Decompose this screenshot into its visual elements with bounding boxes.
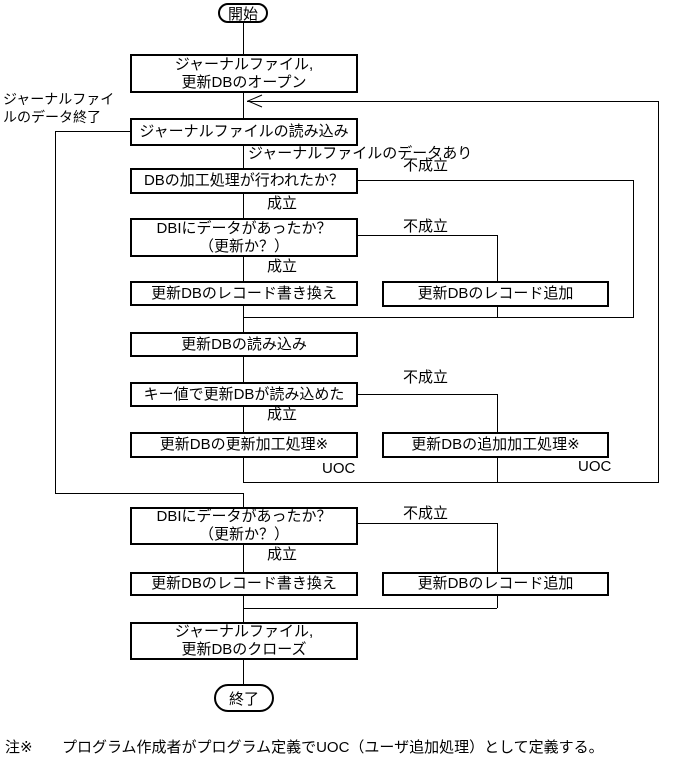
flow-line bbox=[55, 131, 130, 132]
label-satisfied-1: 成立 bbox=[267, 195, 298, 212]
flow-line bbox=[243, 356, 244, 382]
label-satisfied-4: 成立 bbox=[267, 546, 298, 563]
label-satisfied-2: 成立 bbox=[267, 258, 298, 275]
decision-box-key-read: キー値で更新DBが読み込めた bbox=[130, 382, 358, 407]
flow-line bbox=[243, 660, 244, 684]
process-box-append-processing: 更新DBの追加加工処理※ bbox=[382, 432, 609, 458]
flow-line bbox=[497, 595, 498, 608]
flow-line bbox=[497, 235, 498, 282]
label-journal-data-exists: ジャーナルファイルのデータあり bbox=[248, 145, 473, 162]
flow-line bbox=[243, 257, 244, 281]
label-not-satisfied-1: 不成立 bbox=[403, 157, 449, 174]
flow-line bbox=[55, 493, 243, 494]
label-not-satisfied-2: 不成立 bbox=[403, 218, 449, 235]
process-box-update-processing: 更新DBの更新加工処理※ bbox=[130, 432, 358, 458]
flow-line bbox=[243, 22, 244, 54]
label-satisfied-3: 成立 bbox=[267, 406, 298, 423]
process-box-close-files: ジャーナルファイル, 更新DBのクローズ bbox=[130, 622, 358, 660]
flow-line bbox=[358, 394, 497, 395]
arrow-left-icon bbox=[247, 94, 263, 108]
process-box-append-record-2: 更新DBのレコード追加 bbox=[382, 572, 609, 596]
flow-line bbox=[633, 180, 634, 318]
process-box-rewrite-record-1: 更新DBのレコード書き換え bbox=[130, 281, 358, 306]
decision-box-dbi-data-2: DBIにデータがあったか？ （更新か？） bbox=[130, 507, 358, 545]
flow-line bbox=[243, 545, 244, 572]
process-box-append-record-1: 更新DBのレコード追加 bbox=[382, 281, 609, 307]
decision-box-db-processed: DBの加工処理が行われたか？ bbox=[130, 168, 358, 194]
flow-line bbox=[243, 407, 244, 432]
flow-line bbox=[243, 608, 497, 609]
process-box-open-files: ジャーナルファイル, 更新DBのオープン bbox=[130, 54, 358, 93]
start-terminator: 開始 bbox=[218, 3, 268, 23]
flow-line bbox=[247, 101, 658, 102]
flow-line bbox=[358, 235, 497, 236]
flow-line bbox=[497, 523, 498, 572]
end-terminator: 終了 bbox=[214, 684, 274, 712]
flow-line bbox=[243, 193, 244, 218]
footnote-text: プログラム作成者がプログラム定義でUOC（ユーザ追加処理）として定義する。 bbox=[62, 739, 604, 756]
flow-line bbox=[358, 523, 497, 524]
flow-line bbox=[358, 180, 633, 181]
flow-line bbox=[243, 306, 244, 332]
footnote-marker: 注※ bbox=[5, 739, 33, 756]
flow-line bbox=[243, 317, 633, 318]
flow-line bbox=[243, 493, 244, 507]
process-box-read-journal: ジャーナルファイルの読み込み bbox=[130, 118, 358, 146]
flow-line bbox=[243, 145, 244, 168]
label-journal-data-end: ジャーナルファイ ルのデータ終了 bbox=[3, 91, 115, 125]
process-box-rewrite-record-2: 更新DBのレコード書き換え bbox=[130, 572, 358, 596]
flow-line bbox=[243, 482, 658, 483]
flow-line bbox=[658, 101, 659, 483]
flow-line bbox=[497, 307, 498, 317]
flow-line bbox=[55, 131, 56, 493]
flow-line bbox=[497, 394, 498, 432]
flow-line bbox=[243, 93, 244, 118]
label-uoc-left: UOC bbox=[322, 460, 356, 477]
label-not-satisfied-3: 不成立 bbox=[403, 369, 449, 386]
flow-line bbox=[243, 595, 244, 622]
flow-line bbox=[243, 457, 244, 482]
flow-line bbox=[497, 457, 498, 482]
decision-box-dbi-data-1: DBIにデータがあったか？ （更新か？） bbox=[130, 218, 358, 257]
process-box-read-update-db: 更新DBの読み込み bbox=[130, 332, 358, 357]
label-not-satisfied-4: 不成立 bbox=[403, 505, 449, 522]
label-uoc-right: UOC bbox=[578, 458, 612, 475]
